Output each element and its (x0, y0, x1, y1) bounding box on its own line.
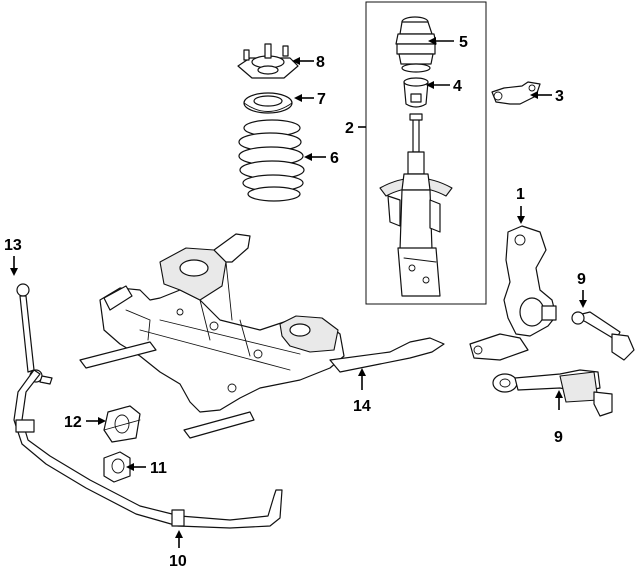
stabilizer-bushing-bracket[interactable] (103, 405, 141, 443)
callout-1: 1 (516, 186, 525, 203)
strut-assembly-group (365, 1, 487, 305)
callout-12: 12 (64, 414, 82, 431)
strut[interactable] (379, 113, 453, 297)
callout-3: 3 (555, 88, 564, 105)
stabilizer-bushing[interactable] (103, 451, 131, 483)
tie-rod-upper[interactable] (571, 311, 635, 361)
subframe[interactable] (79, 233, 445, 439)
coil-spring[interactable] (238, 119, 305, 202)
callout-4: 4 (453, 78, 462, 95)
bump-stop[interactable] (403, 77, 429, 108)
callout-2: 2 (345, 120, 354, 137)
callout-7: 7 (317, 91, 326, 108)
stabilizer-link[interactable] (16, 283, 53, 385)
callout-5: 5 (459, 34, 468, 51)
callout-11: 11 (150, 460, 167, 477)
lower-control-arm[interactable] (492, 369, 613, 417)
spring-insulator[interactable] (243, 92, 293, 114)
callout-13: 13 (4, 237, 22, 254)
callout-6: 6 (330, 150, 339, 167)
callout-9-lower: 9 (554, 429, 563, 446)
callout-labels: 5 4 3 8 7 6 2 1 9 9 13 14 12 11 10 (4, 34, 586, 567)
callout-14: 14 (353, 398, 371, 415)
upper-control-arm[interactable] (491, 81, 541, 105)
callout-10: 10 (169, 553, 187, 567)
dust-boot[interactable] (395, 16, 437, 73)
steering-knuckle[interactable] (469, 225, 557, 361)
leaders (10, 37, 587, 548)
strut-assembly-box (365, 1, 487, 305)
upper-mount[interactable] (237, 43, 299, 79)
stabilizer-bar[interactable] (13, 369, 283, 529)
callout-8: 8 (316, 54, 325, 71)
callout-9-upper: 9 (577, 271, 586, 288)
